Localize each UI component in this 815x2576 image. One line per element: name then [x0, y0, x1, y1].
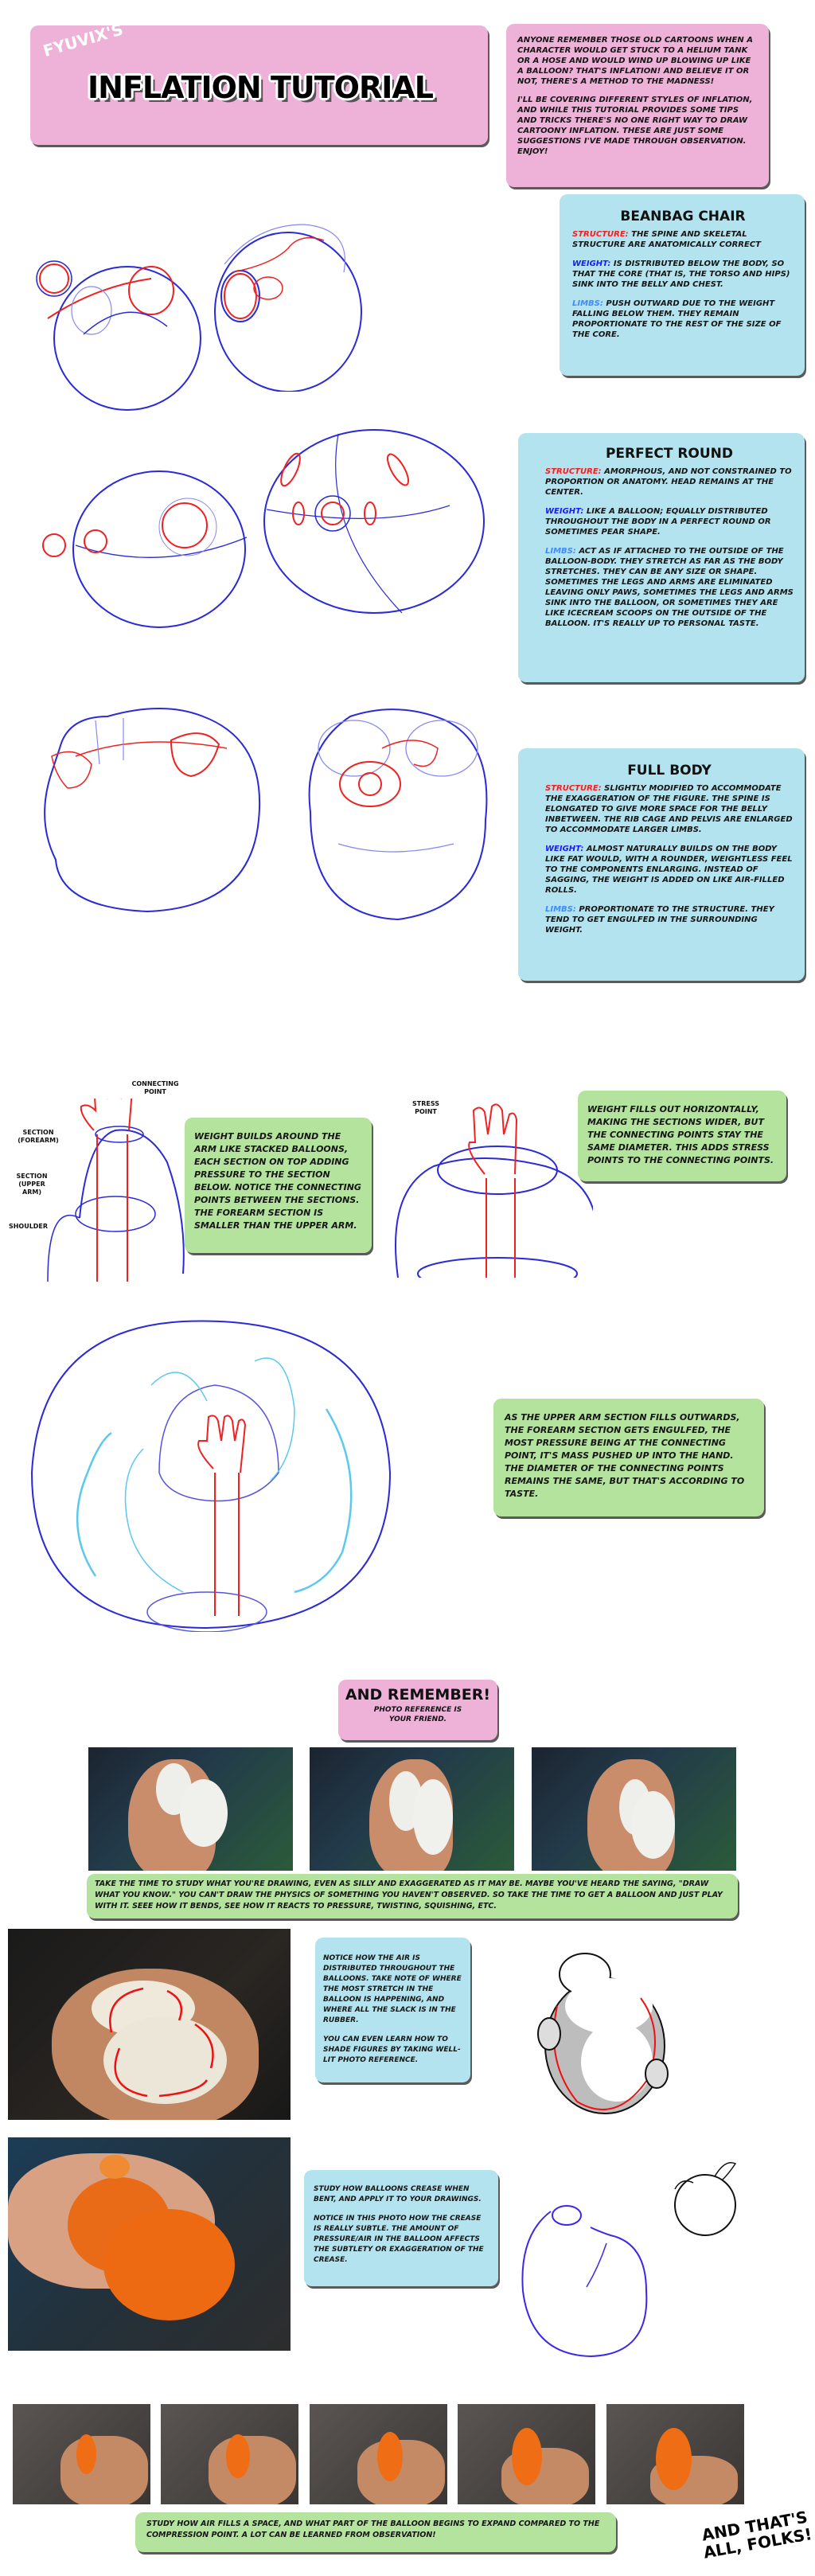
photo-balloon-squeeze-1: [88, 1747, 293, 1871]
balloon-shape: [180, 1779, 228, 1847]
air-note: NOTICE HOW THE AIR IS DISTRIBUTED THROUG…: [315, 1938, 470, 2082]
label-section-forearm: SECTION (FOREARM): [18, 1129, 59, 1144]
photo-sequence-4: [458, 2404, 595, 2504]
balloon-shape: [656, 2428, 692, 2490]
photo-air-distribution: [8, 1929, 291, 2120]
balloon-shape: [631, 1791, 675, 1859]
air-flow-arrows: [109, 1987, 214, 2098]
weight-label: WEIGHT:: [545, 507, 584, 516]
hand-shape: [209, 2436, 296, 2504]
label-stress-point: STRESS POINT: [411, 1100, 439, 1115]
structure-text: THE SPINE AND SKELETAL STRUCTURE ARE ANA…: [572, 230, 761, 249]
photo-sequence-1: [13, 2404, 150, 2504]
photo-balloon-squeeze-3: [532, 1747, 736, 1871]
study-note: TAKE THE TIME TO STUDY WHAT YOU'RE DRAWI…: [87, 1874, 738, 1918]
limbs-label: LIMBS:: [545, 905, 576, 914]
fullbody-sketch-side: [44, 708, 261, 913]
photo-balloon-crease: [8, 2137, 291, 2351]
label-connecting-point: CONNECTING POINT: [131, 1080, 179, 1095]
arm-note-1: WEIGHT BUILDS AROUND THE ARM LIKE STACKE…: [185, 1118, 372, 1253]
intro-panel: ANYONE REMEMBER THOSE OLD CARTOONS WHEN …: [506, 24, 769, 187]
limbs-label: LIMBS:: [572, 299, 603, 308]
balloon-shape: [226, 2434, 250, 2478]
crease-sketch: [521, 2205, 648, 2358]
remember-subtitle: PHOTO REFERENCE IS YOUR FRIEND.: [373, 1706, 462, 1723]
crease-note: STUDY HOW BALLOONS CREASE WHEN BENT, AND…: [304, 2170, 498, 2286]
remember-banner: AND REMEMBER! PHOTO REFERENCE IS YOUR FR…: [338, 1680, 497, 1740]
beanbag-sketch-side: [36, 260, 201, 411]
arm-note-2: WEIGHT FILLS OUT HORIZONTALLY, MAKING TH…: [578, 1091, 786, 1181]
round-sketch-front: [263, 429, 485, 614]
structure-label: STRUCTURE:: [545, 784, 602, 793]
style-title: BEANBAG CHAIR: [620, 209, 746, 224]
arm-horizontal-sketch: [395, 1103, 593, 1278]
arm-note-3: AS THE UPPER ARM SECTION FILLS OUTWARDS,…: [493, 1399, 764, 1516]
photo-balloon-squeeze-2: [310, 1747, 514, 1871]
outro-text: AND THAT'S ALL, FOLKS!: [698, 2508, 814, 2562]
round-sketch-side: [42, 470, 247, 628]
intro-paragraph: I'LL BE COVERING DIFFERENT STYLES OF INF…: [517, 96, 753, 156]
limbs-text: PROPORTIONATE TO THE STRUCTURE. THEY TEN…: [545, 905, 774, 935]
fill-note: STUDY HOW AIR FILLS A SPACE, AND WHAT PA…: [135, 2512, 616, 2552]
structure-label: STRUCTURE:: [545, 467, 602, 476]
photo-sequence-2: [161, 2404, 298, 2504]
balloon-shape: [377, 2432, 403, 2481]
structure-text: SLIGHTLY MODIFIED TO ACCOMMODATE THE EXA…: [545, 784, 793, 834]
title-banner: [30, 25, 488, 145]
weight-label: WEIGHT:: [572, 260, 611, 268]
structure-text: AMORPHOUS, AND NOT CONSTRAINED TO PROPOR…: [545, 467, 792, 497]
photo-sequence-5: [606, 2404, 744, 2504]
balloon-shape: [413, 1779, 453, 1855]
photo-sequence-3: [310, 2404, 447, 2504]
label-section-upper-arm: SECTION (UPPER ARM): [16, 1173, 48, 1196]
style-title: FULL BODY: [627, 763, 712, 779]
shaded-character-sketch: [537, 1953, 669, 2114]
structure-label: STRUCTURE:: [572, 230, 629, 239]
weight-label: WEIGHT:: [545, 845, 584, 853]
limbs-label: LIMBS:: [545, 547, 576, 556]
weight-text: LIKE A BALLOON; EQUALLY DISTRIBUTED THRO…: [545, 507, 771, 537]
balloon-shape: [103, 2209, 235, 2320]
style-panel-full-body: FULL BODY STRUCTURE: SLIGHTLY MODIFIED T…: [518, 748, 805, 981]
remember-title: AND REMEMBER!: [345, 1686, 491, 1704]
balloon-shape: [103, 2016, 227, 2104]
intro-paragraph: ANYONE REMEMBER THOSE OLD CARTOONS WHEN …: [517, 36, 753, 86]
hand-shape: [60, 2436, 148, 2504]
beanbag-sketch-front: [214, 224, 362, 392]
arm-stacked-sketch: [47, 1099, 185, 1282]
character-ball-sketch: [674, 2162, 737, 2236]
balloon-shape: [512, 2428, 542, 2485]
balloon-shape: [76, 2434, 96, 2474]
weight-text: IS DISTRIBUTED BELOW THE BODY, SO THAT T…: [572, 260, 790, 289]
limbs-text: ACT AS IF ATTACHED TO THE OUTSIDE OF THE…: [545, 547, 794, 628]
style-panel-perfect-round: PERFECT ROUND STRUCTURE: AMORPHOUS, AND …: [518, 433, 805, 682]
balloon-knot: [99, 2155, 130, 2179]
style-title: PERFECT ROUND: [605, 446, 734, 462]
arm-engulfed-sketch: [30, 1320, 392, 1632]
fullbody-sketch-front: [308, 708, 488, 921]
style-panel-beanbag: BEANBAG CHAIR STRUCTURE: THE SPINE AND S…: [560, 194, 805, 376]
weight-text: ALMOST NATURALLY BUILDS ON THE BODY LIKE…: [545, 845, 793, 895]
limbs-text: PUSH OUTWARD DUE TO THE WEIGHT FALLING B…: [572, 299, 782, 339]
label-shoulder: SHOULDER: [8, 1223, 49, 1230]
page-title: INFLATION TUTORIAL: [88, 70, 434, 105]
